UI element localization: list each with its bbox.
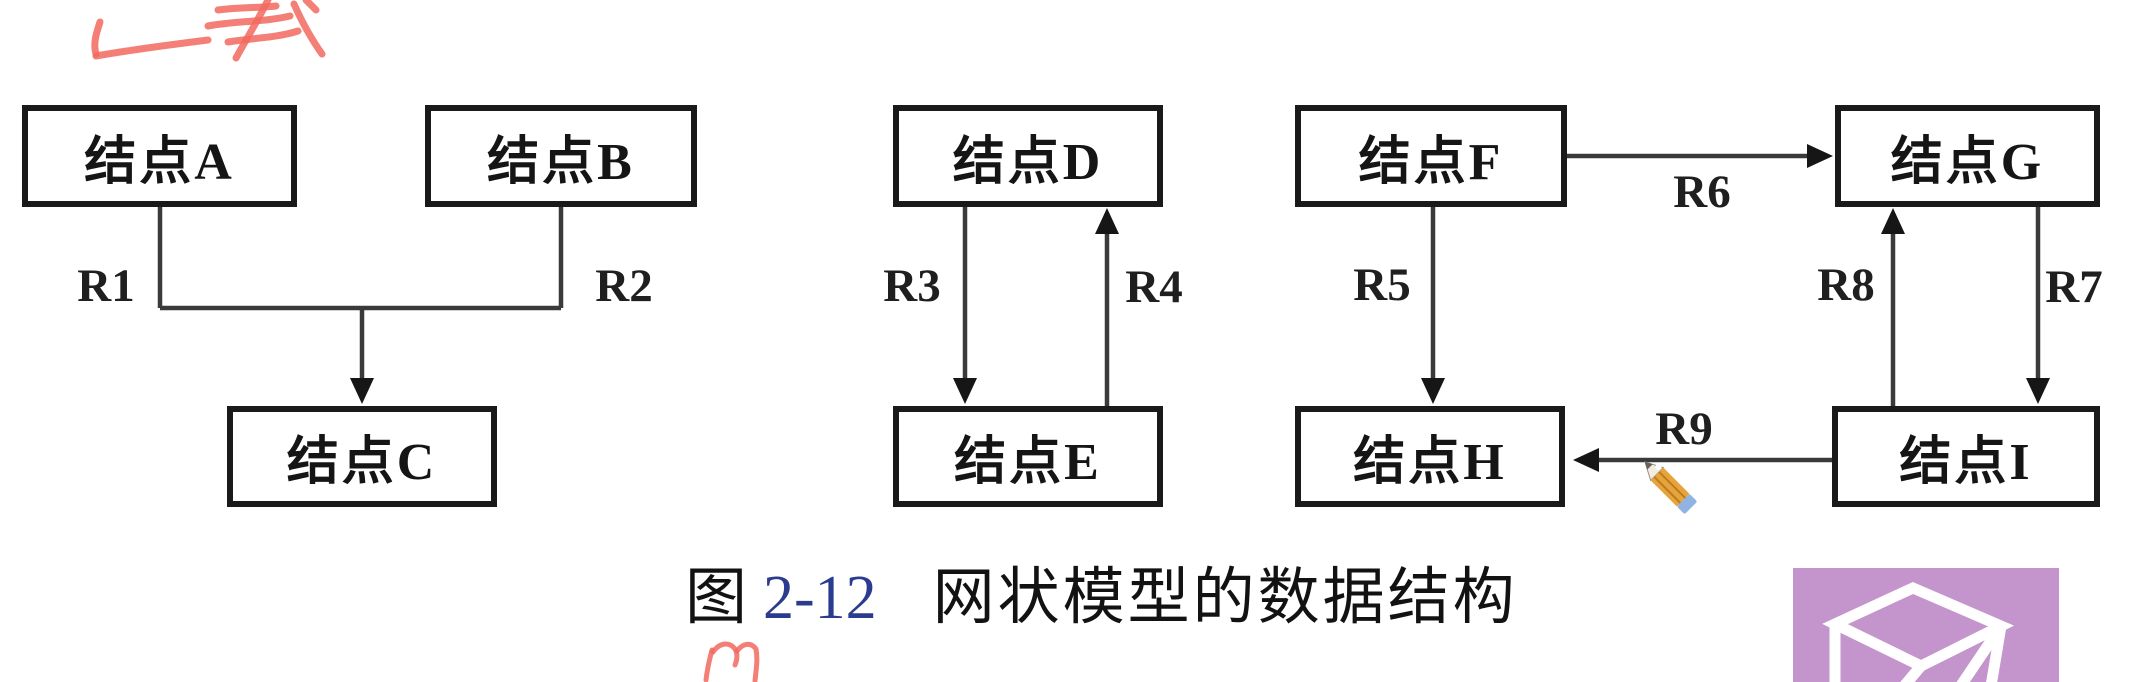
- node-box-g: 结点G: [1835, 105, 2100, 207]
- handwriting-stroke: [710, 641, 740, 668]
- pencil-body: [1650, 467, 1690, 507]
- cube-wireframe: [1822, 581, 2015, 682]
- node-label-d: 结点D: [952, 133, 1104, 191]
- node-box-a: 结点A: [22, 105, 297, 207]
- node-box-d: 结点D: [893, 105, 1163, 207]
- node-box-b: 结点B: [425, 105, 697, 207]
- handwriting-stroke: [302, 0, 320, 14]
- node-label-h: 结点H: [1353, 434, 1507, 491]
- pencil-eraser: [1677, 494, 1697, 514]
- caption-figure-number: 2-12: [763, 564, 877, 632]
- handwriting-stroke: [734, 641, 760, 682]
- relation-label-r8: R8: [1817, 259, 1875, 311]
- node-label-c: 结点C: [286, 434, 438, 491]
- node-box-c: 结点C: [227, 406, 497, 507]
- node-label-i: 结点I: [1899, 434, 2033, 491]
- node-label-e: 结点E: [954, 434, 1102, 491]
- node-box-e: 结点E: [893, 406, 1163, 507]
- handwriting-annotation-top: [91, 0, 326, 62]
- node-label-b: 结点B: [487, 133, 635, 191]
- relation-label-r4: R4: [1125, 261, 1183, 313]
- handwriting-stroke: [232, 0, 272, 62]
- relation-label-r9: R9: [1655, 403, 1713, 455]
- figure-caption: 图 2-12 网状模型的数据结构: [685, 546, 1518, 636]
- pencil-highlight: [1655, 463, 1662, 470]
- arrowhead-r7: [2026, 378, 2050, 404]
- pencil-cursor-icon: [1644, 461, 1697, 514]
- node-label-a: 结点A: [84, 133, 235, 191]
- handwriting-stroke: [224, 27, 302, 46]
- pencil-lead: [1645, 462, 1653, 470]
- handwriting-stroke: [204, 12, 294, 30]
- arrowhead-c: [350, 378, 374, 404]
- relation-label-r3: R3: [883, 260, 941, 312]
- handwriting-stroke: [703, 647, 715, 682]
- arrowhead-r5: [1421, 378, 1445, 404]
- relation-label-r7: R7: [2045, 261, 2103, 313]
- arrowhead-r9: [1573, 448, 1599, 472]
- node-box-i: 结点I: [1832, 406, 2100, 507]
- handwriting-mark-bottom: [703, 641, 760, 682]
- handwriting-stroke: [214, 2, 280, 14]
- caption-title: 网状模型的数据结构: [932, 564, 1518, 632]
- node-label-f: 结点F: [1358, 133, 1504, 191]
- pencil-stripe: [1658, 471, 1687, 499]
- relation-label-r2: R2: [595, 260, 653, 312]
- arrowhead-r8: [1881, 208, 1905, 234]
- node-box-h: 结点H: [1295, 406, 1565, 507]
- relation-label-r6: R6: [1673, 166, 1731, 218]
- publisher-logo-badge: [1793, 568, 2059, 682]
- node-label-g: 结点G: [1890, 133, 2045, 191]
- handwriting-stroke: [92, 36, 212, 60]
- relation-label-r1: R1: [77, 260, 135, 312]
- arrowhead-r3: [953, 378, 977, 404]
- node-box-f: 结点F: [1295, 105, 1567, 207]
- relation-label-r5: R5: [1353, 259, 1411, 311]
- pencil-stripe: [1653, 476, 1682, 504]
- arrowhead-r6: [1807, 144, 1833, 168]
- cube-icon: [1793, 568, 2059, 682]
- caption-figure-label: 图: [685, 564, 748, 632]
- handwriting-stroke: [91, 18, 104, 58]
- arrowhead-r4: [1095, 208, 1119, 234]
- handwriting-stroke: [290, 0, 326, 58]
- pencil-tip: [1644, 461, 1665, 482]
